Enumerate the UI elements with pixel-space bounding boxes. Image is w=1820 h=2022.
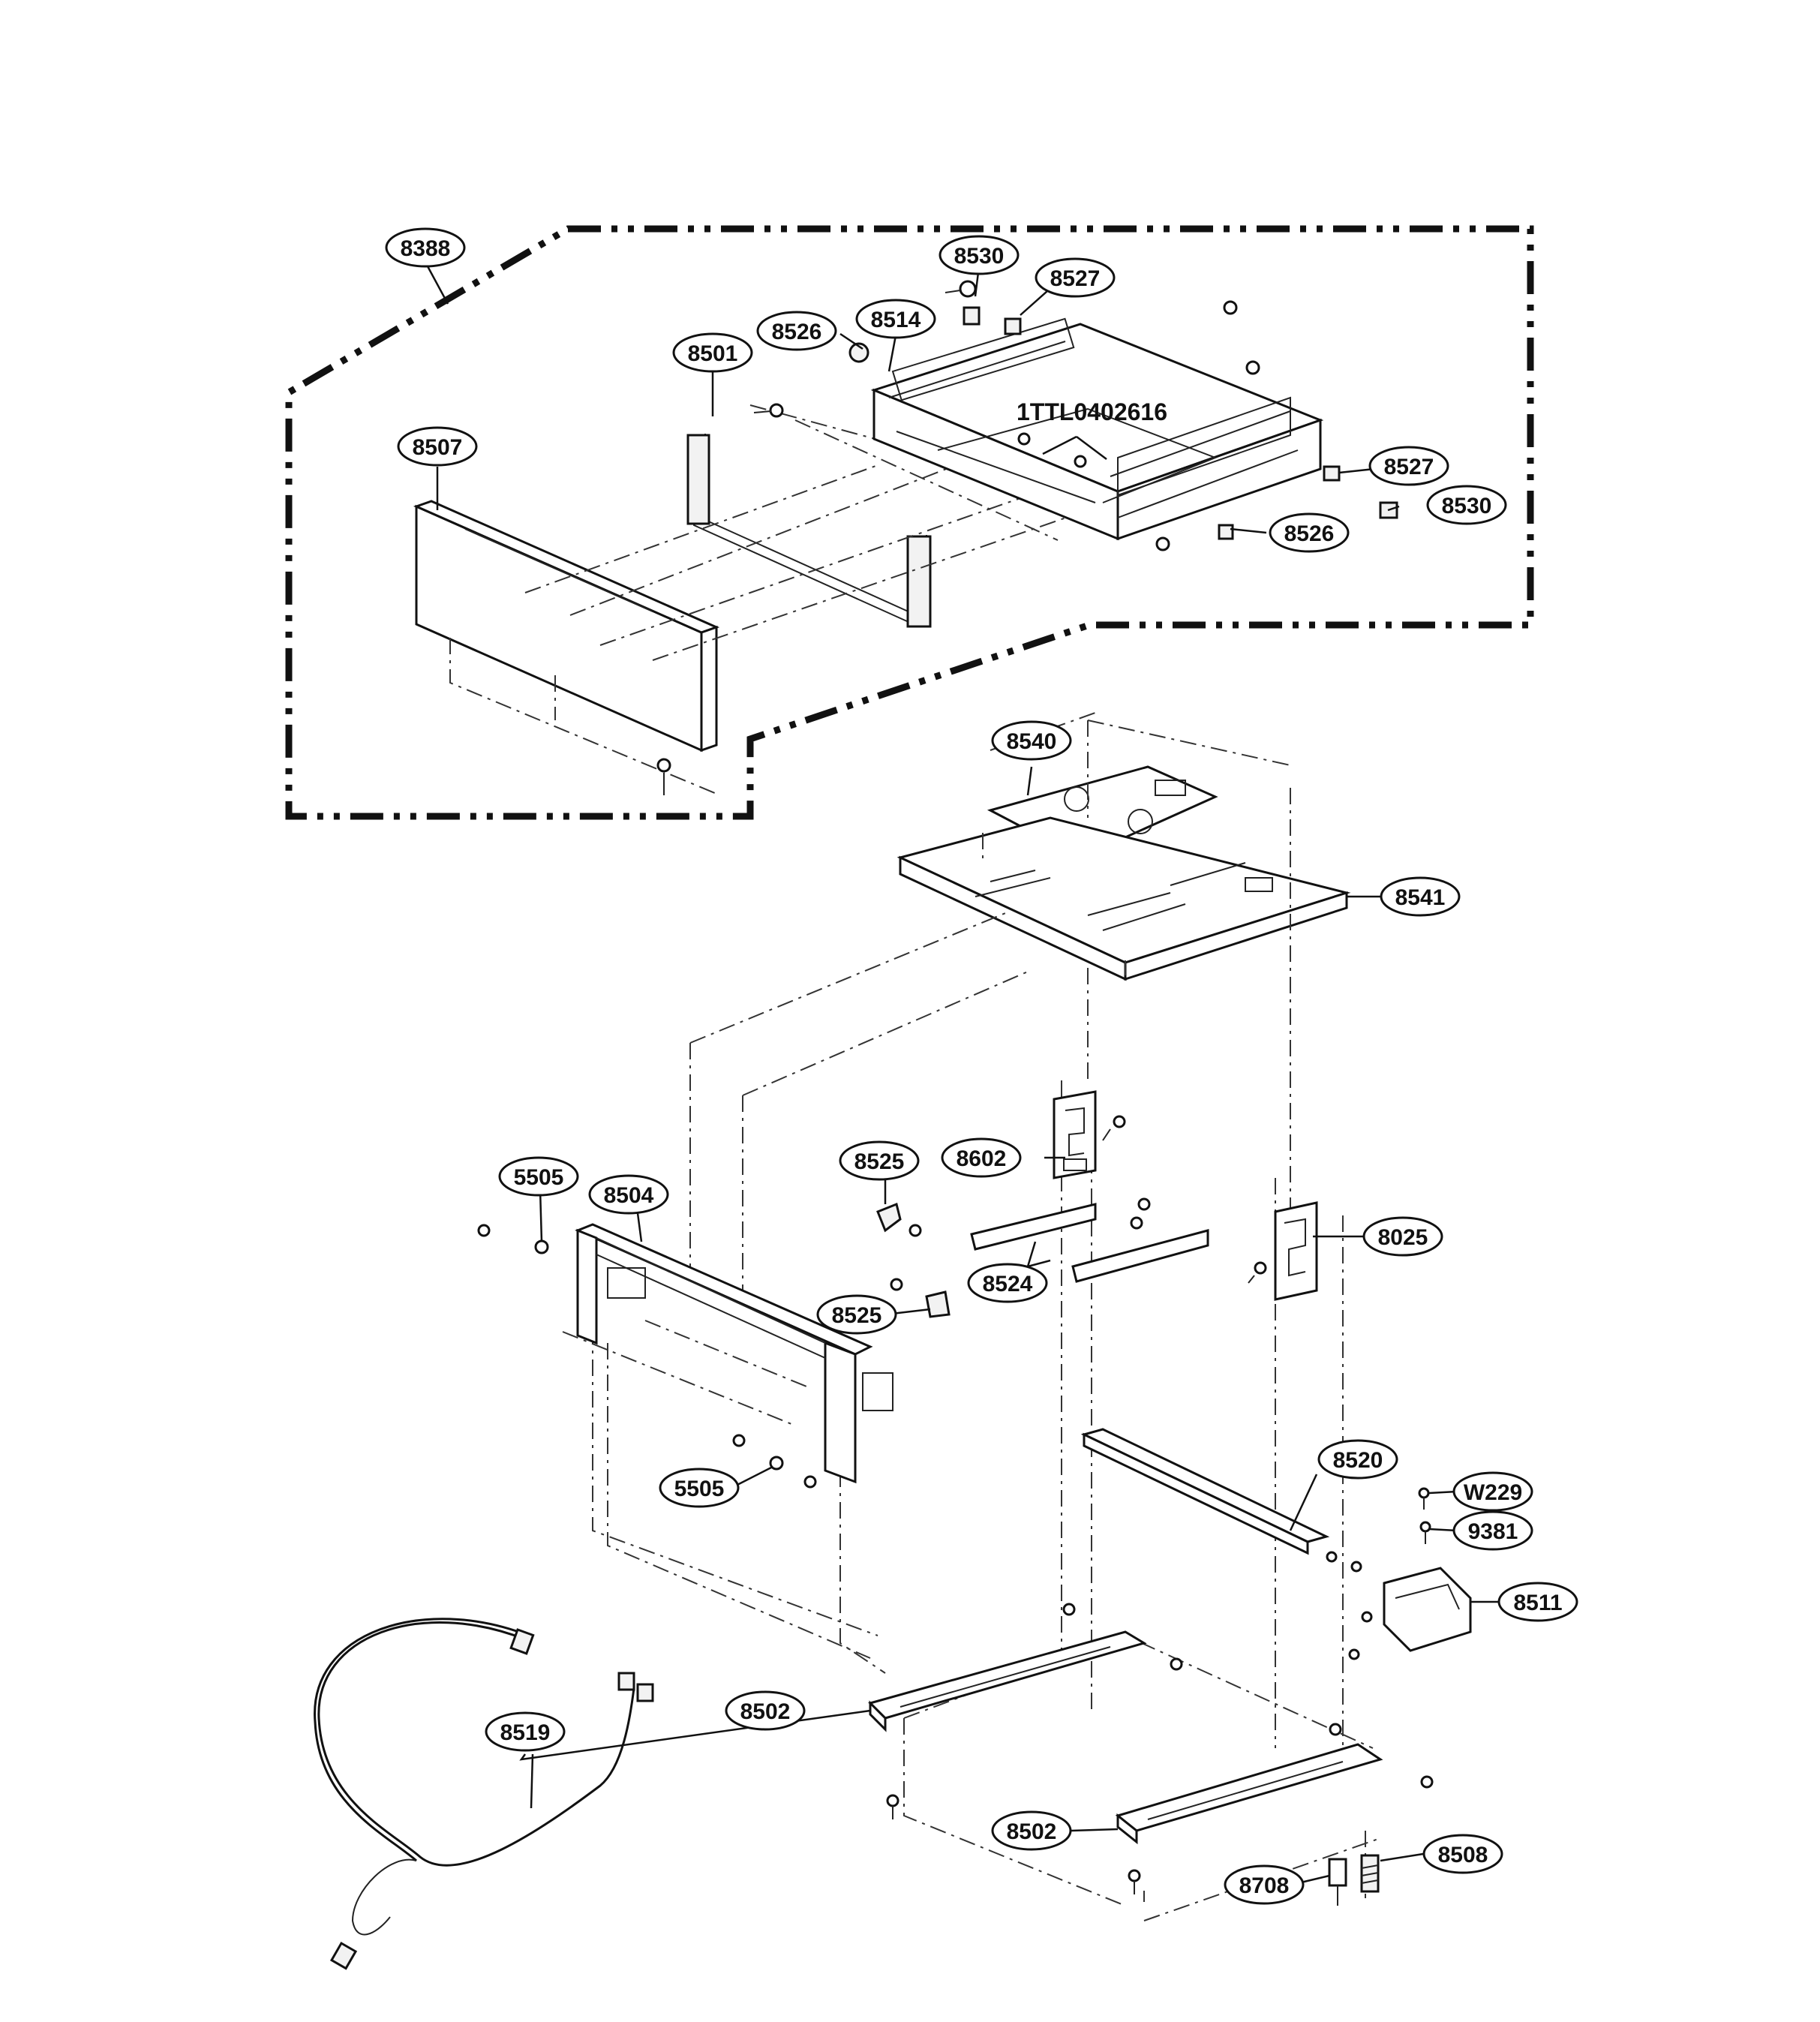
callout-5505: 5505 — [498, 1156, 579, 1197]
svg-text:8514: 8514 — [871, 308, 921, 332]
leveling-feet — [1328, 1854, 1380, 1906]
callout-8540: 8540 — [991, 720, 1072, 761]
callout-8520: 8520 — [1317, 1439, 1398, 1480]
side-bracket — [1248, 1201, 1318, 1301]
svg-text:8519: 8519 — [500, 1720, 551, 1745]
callout-8507: 8507 — [397, 426, 478, 467]
center-bracket — [1053, 1090, 1126, 1179]
callout-8602: 8602 — [941, 1137, 1022, 1178]
part-number-label: 1TTL0402616 — [1017, 398, 1167, 425]
callout-8501: 8501 — [672, 332, 753, 373]
callout-8530: 8530 — [939, 235, 1020, 275]
svg-text:5505: 5505 — [514, 1165, 564, 1190]
svg-text:8501: 8501 — [688, 341, 738, 366]
slide-rail-left — [868, 1603, 1183, 1819]
svg-text:8520: 8520 — [1333, 1448, 1383, 1473]
callout-8511: 8511 — [1497, 1582, 1578, 1622]
svg-text:8541: 8541 — [1395, 885, 1446, 910]
callout-8502: 8502 — [725, 1690, 806, 1731]
svg-text:8527: 8527 — [1384, 455, 1434, 479]
callout-8388: 8388 — [385, 227, 466, 268]
front-frame — [477, 1223, 893, 1489]
svg-text:8025: 8025 — [1378, 1225, 1428, 1250]
support-rails — [970, 1197, 1209, 1283]
svg-text:8530: 8530 — [1442, 494, 1492, 518]
callout-8502: 8502 — [991, 1810, 1072, 1851]
callout-8526: 8526 — [1269, 512, 1350, 553]
corner-bracket — [1326, 1487, 1472, 1660]
callout-8527: 8527 — [1368, 446, 1449, 486]
svg-text:8504: 8504 — [604, 1183, 654, 1208]
svg-text:W229: W229 — [1464, 1480, 1522, 1505]
callout-8514: 8514 — [855, 299, 936, 339]
drawer-tub — [870, 317, 1324, 541]
svg-text:8525: 8525 — [832, 1303, 882, 1328]
cross-bar — [1080, 1428, 1330, 1555]
svg-text:8502: 8502 — [1007, 1819, 1057, 1844]
callout-8527: 8527 — [1035, 257, 1116, 298]
svg-text:8525: 8525 — [854, 1149, 905, 1174]
svg-text:8530: 8530 — [954, 244, 1005, 269]
callout-8525: 8525 — [839, 1140, 920, 1181]
svg-text:8507: 8507 — [413, 435, 463, 460]
callout-8541: 8541 — [1380, 876, 1461, 917]
svg-text:8526: 8526 — [772, 320, 822, 344]
svg-text:8508: 8508 — [1438, 1843, 1488, 1867]
callout-8525: 8525 — [816, 1294, 897, 1335]
svg-text:8527: 8527 — [1050, 266, 1101, 291]
wire-harness — [314, 1618, 654, 1970]
slide-rail-right — [1115, 1723, 1434, 1894]
svg-text:8524: 8524 — [983, 1272, 1033, 1296]
drawer-assembly-boundary — [285, 225, 1534, 820]
callout-5505: 5505 — [659, 1468, 740, 1508]
leader-lines — [426, 266, 1499, 1885]
callout-8526: 8526 — [756, 311, 837, 351]
callout-8708: 8708 — [1224, 1864, 1305, 1905]
callout-9381: 9381 — [1452, 1510, 1533, 1551]
callout-8519: 8519 — [485, 1711, 566, 1752]
drawer-front-panel — [413, 500, 721, 796]
svg-text:8708: 8708 — [1239, 1873, 1290, 1898]
svg-text:8526: 8526 — [1284, 521, 1335, 546]
callout-8508: 8508 — [1422, 1834, 1503, 1874]
drawer-rail-frame — [524, 404, 1089, 661]
svg-text:5505: 5505 — [674, 1477, 725, 1501]
callout-8504: 8504 — [588, 1174, 669, 1215]
callout-8524: 8524 — [967, 1263, 1048, 1303]
svg-text:8388: 8388 — [401, 236, 451, 261]
svg-text:9381: 9381 — [1468, 1519, 1518, 1544]
drawer-small-parts — [656, 280, 1398, 795]
svg-text:8540: 8540 — [1007, 729, 1057, 754]
svg-text:8602: 8602 — [957, 1146, 1007, 1171]
callout-8025: 8025 — [1362, 1216, 1443, 1257]
svg-text:8511: 8511 — [1513, 1591, 1562, 1615]
callout-W229: W229 — [1452, 1471, 1533, 1512]
mounting-clips — [876, 1202, 951, 1318]
svg-text:8502: 8502 — [740, 1699, 791, 1724]
drawer-base-panel — [896, 788, 1351, 1275]
callout-8530: 8530 — [1426, 485, 1507, 525]
